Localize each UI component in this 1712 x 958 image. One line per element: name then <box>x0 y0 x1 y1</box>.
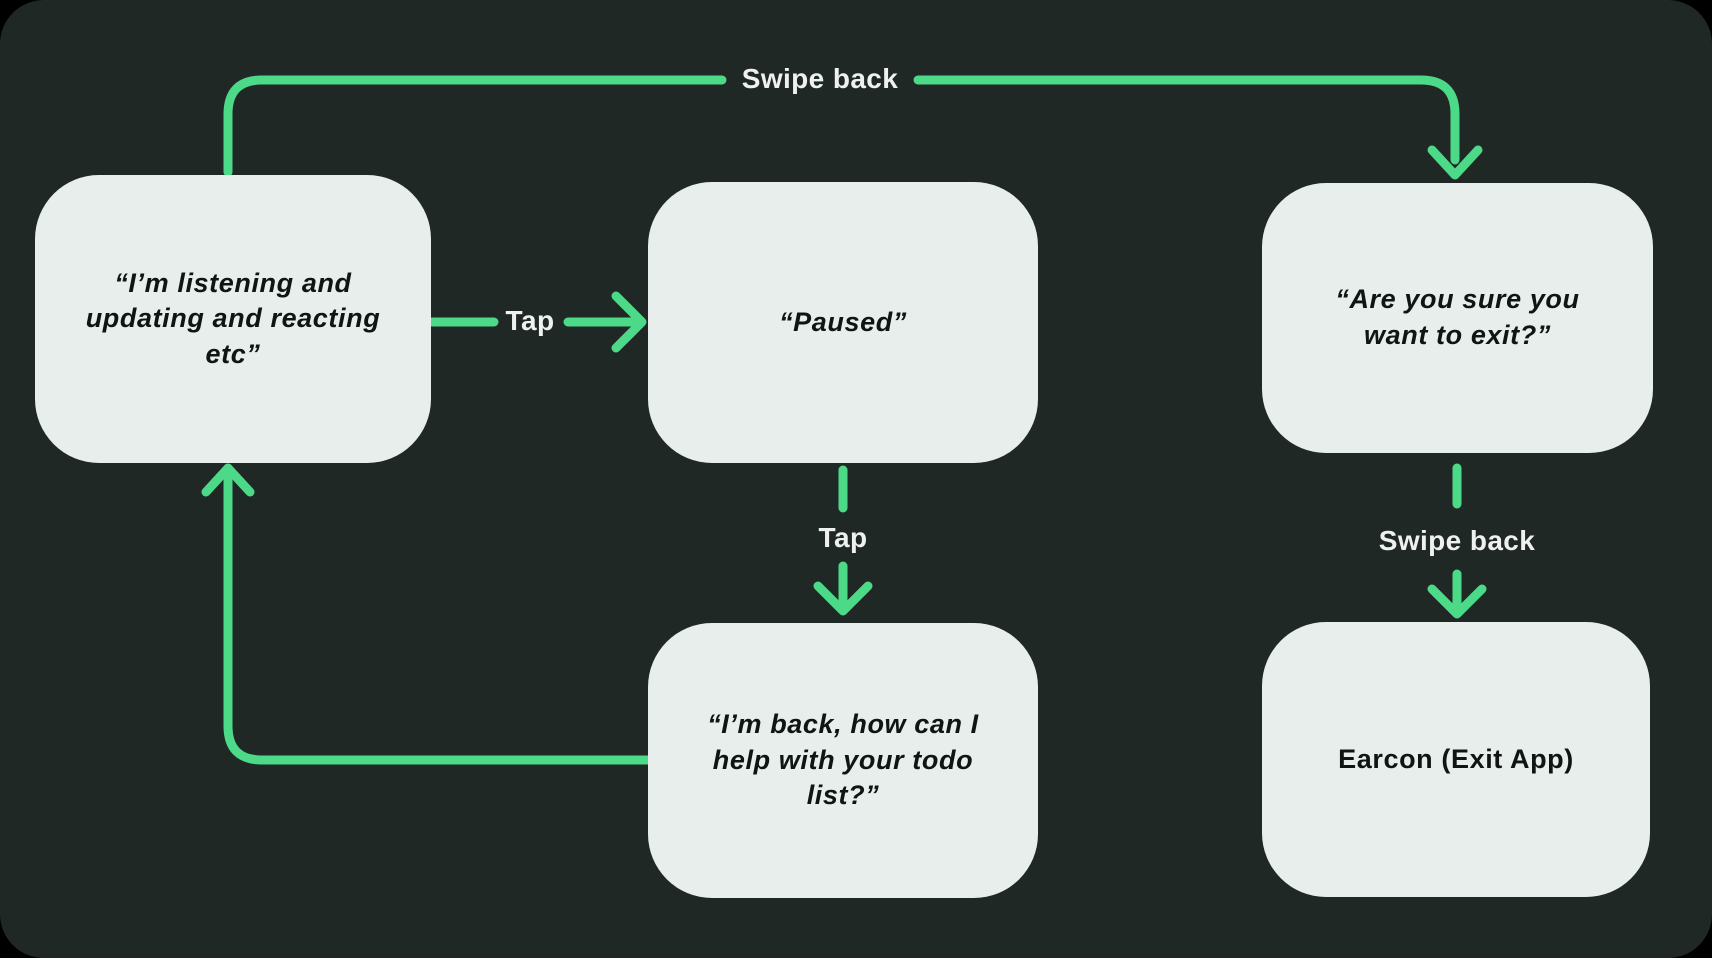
node-paused: “Paused” <box>648 182 1038 463</box>
node-back-text: “I’m back, how can I help with your todo… <box>707 709 979 811</box>
node-listening-text: “I’m listening and updating and reacting… <box>85 267 381 369</box>
node-earcon-text: Earcon (Exit App) <box>1338 743 1574 774</box>
node-exit-confirm: “Are you sure you want to exit?” <box>1262 183 1653 453</box>
node-listening: “I’m listening and updating and reacting… <box>35 175 431 463</box>
swipe-back-right-label: Swipe back <box>1378 525 1536 556</box>
node-exit-confirm-text: “Are you sure you want to exit?” <box>1335 284 1580 350</box>
tap-down-label: Tap <box>818 522 868 553</box>
node-back: “I’m back, how can I help with your todo… <box>648 623 1038 898</box>
node-paused-text: “Paused” <box>779 306 907 337</box>
tap-right-label: Tap <box>505 305 555 336</box>
swipe-back-top-label: Swipe back <box>741 63 899 94</box>
node-earcon: Earcon (Exit App) <box>1262 622 1650 897</box>
